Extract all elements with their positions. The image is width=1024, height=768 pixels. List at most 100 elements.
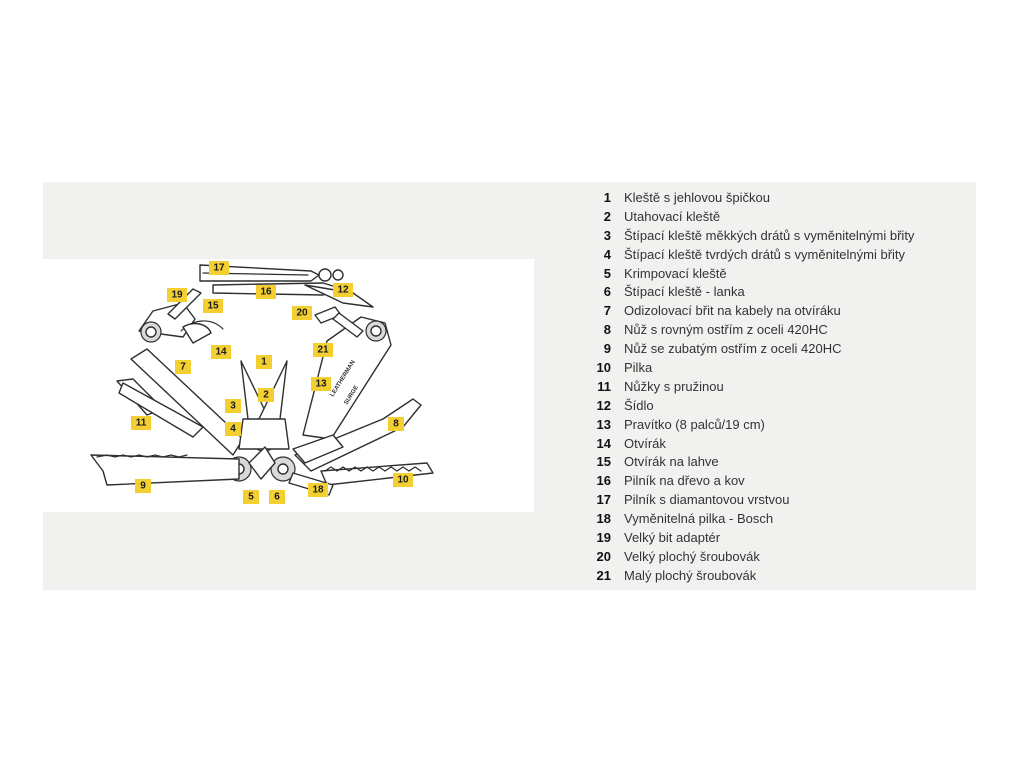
legend-label: Pravítko (8 palců/19 cm) [624,416,765,432]
legend-label: Nůž s rovným ostřím z oceli 420HC [624,322,828,338]
legend-number: 19 [596,529,611,545]
svg-text:8: 8 [393,419,399,430]
legend-number: 3 [603,227,611,243]
legend-label: Otvírák na lahve [624,454,719,470]
legend-item: 18 Vyměnitelná pilka - Bosch [593,509,914,528]
svg-text:13: 13 [315,379,327,390]
legend-label: Velký bit adaptér [624,529,721,545]
legend-number: 17 [596,492,611,508]
legend-label: Pilka [624,359,653,375]
legend-item: 2 Utahovací kleště [593,207,914,226]
legend-label: Velký plochý šroubovák [624,548,760,564]
svg-text:16: 16 [260,287,272,298]
legend-item: 17 Pilník s diamantovou vrstvou [593,490,914,509]
legend-item: 12 Šídlo [593,396,914,415]
legend-number: 2 [603,208,611,224]
callout-8: 8 [388,417,404,431]
legend-number: 1 [603,189,611,205]
legend-number: 18 [596,511,611,527]
legend-item: 20 Velký plochý šroubovák [593,547,914,566]
legend-label: Pilník s diamantovou vrstvou [624,492,790,508]
legend-item: 10 Pilka [593,358,914,377]
callout-13: 13 [311,377,331,391]
legend-number: 13 [596,416,611,432]
legend-number: 21 [596,567,611,583]
legend-item: 1 Kleště s jehlovou špičkou [593,188,914,207]
legend-label: Kleště s jehlovou špičkou [624,189,770,205]
callout-10: 10 [393,473,413,487]
multitool-illustration: LEATHERMAN SURGE 17 16 12 1 [43,259,534,512]
svg-text:1: 1 [261,357,267,368]
legend-label: Nůž se zubatým ostřím z oceli 420HC [624,341,842,357]
svg-text:10: 10 [397,475,409,486]
legend-label: Utahovací kleště [624,208,721,224]
svg-text:7: 7 [180,362,186,373]
callout-11: 11 [131,416,151,430]
svg-text:4: 4 [230,424,236,435]
legend-label: Nůžky s pružinou [624,378,724,394]
svg-text:18: 18 [312,485,324,496]
legend-number: 12 [596,397,611,413]
callout-7: 7 [175,360,191,374]
multitool-drawing: LEATHERMAN SURGE 17 16 12 1 [90,261,434,504]
legend-label: Pilník na dřevo a kov [624,473,745,489]
callout-20: 20 [292,306,312,320]
legend-number: 6 [603,284,611,300]
serrated-knife [90,454,240,486]
callout-9: 9 [135,479,151,493]
legend-item: 4 Štípací kleště tvrdých drátů s vyměnite… [593,245,914,264]
legend-item: 9 Nůž se zubatým ostřím z oceli 420HC [593,339,914,358]
legend-label: Šídlo [624,397,654,413]
legend-list: 1 Kleště s jehlovou špičkou 2 Utahovací kl… [593,188,915,585]
content-panel: LEATHERMAN SURGE 17 16 12 1 [43,182,976,590]
legend-item: 13 Pravítko (8 palců/19 cm) [593,415,914,434]
legend-item: 14 Otvírák [593,434,914,453]
svg-text:17: 17 [213,263,225,274]
legend-number: 9 [603,341,611,357]
callout-19: 19 [167,288,187,302]
legend-label: Otvírák [624,435,666,451]
legend-item: 3 Štípací kleště měkkých drátů s vyměnite… [593,226,915,245]
callout-12: 12 [333,283,353,297]
legend-number: 4 [603,246,611,262]
legend-number: 14 [596,435,611,451]
callout-4: 4 [225,422,241,436]
right-handle: LEATHERMAN SURGE [302,306,392,440]
callout-15: 15 [203,299,223,313]
legend-number: 10 [596,359,611,375]
callout-6: 6 [269,490,285,504]
legend-label: Štípací kleště měkkých drátů s vyměnitel… [624,227,915,243]
svg-text:20: 20 [296,308,308,319]
callout-2: 2 [258,388,274,402]
callout-14: 14 [211,345,231,359]
legend-number: 15 [596,454,611,470]
legend-number: 20 [596,548,611,564]
svg-text:5: 5 [248,492,254,503]
left-handle [130,288,244,456]
legend-label: Vyměnitelná pilka - Bosch [624,511,774,527]
legend-label: Štípací kleště tvrdých drátů s vyměnitel… [624,246,906,262]
callout-5: 5 [243,490,259,504]
callout-3: 3 [225,399,241,413]
callout-1: 1 [256,355,272,369]
svg-text:12: 12 [337,285,349,296]
legend-number: 7 [603,303,611,319]
svg-text:11: 11 [136,418,147,429]
scissors [116,378,204,438]
legend-item: 11 Nůžky s pružinou [593,377,914,396]
svg-text:19: 19 [171,290,183,301]
legend-number: 11 [597,378,611,394]
svg-text:9: 9 [140,481,146,492]
callout-17: 17 [209,261,229,275]
svg-text:15: 15 [207,301,219,312]
legend-number: 5 [603,265,611,281]
svg-text:2: 2 [263,390,269,401]
callout-16: 16 [256,285,276,299]
pliers-head [238,360,290,452]
svg-text:21: 21 [317,345,329,356]
